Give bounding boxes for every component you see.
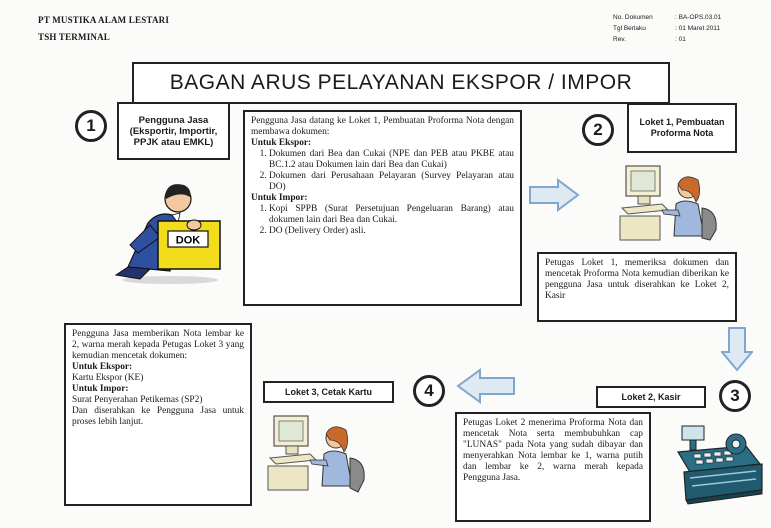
step-2-number: 2 (582, 114, 614, 146)
export-documents-list: Dokumen dari Bea dan Cukai (NPE dan PEB … (251, 149, 514, 193)
clerk-at-computer-illustration (618, 160, 728, 246)
step-2-description: Petugas Loket 1, memeriksa dokumen dan m… (537, 252, 737, 322)
export-document: Kartu Ekspor (KE) (72, 373, 144, 383)
company-name: PT MUSTIKA ALAM LESTARI (38, 15, 170, 25)
user-with-document-illustration: DOK (110, 175, 230, 285)
step-1-number: 1 (75, 110, 107, 142)
import-documents-list: Kopi SPPB (Surat Persetujuan Pengeluaran… (251, 204, 514, 237)
step-2-label: Loket 1, Pembuatan Proforma Nota (627, 103, 737, 153)
list-item: DO (Delivery Order) asli. (269, 226, 514, 237)
step-4-number: 4 (413, 375, 445, 407)
step-4-description: Pengguna Jasa memberikan Nota lembar ke … (64, 323, 252, 506)
arrow-down-icon (721, 326, 753, 372)
meta-row: Tgl Berlaku: 01 Maret 2011 (613, 25, 721, 32)
list-item: Kopi SPPB (Surat Persetujuan Pengeluaran… (269, 204, 514, 226)
company-header: PT MUSTIKA ALAM LESTARI TSH TERMINAL (38, 12, 169, 46)
export-heading: Untuk Ekspor: (72, 362, 133, 372)
terminal-name: TSH TERMINAL (38, 32, 111, 42)
import-heading: Untuk Impor: (72, 384, 129, 394)
cash-register-illustration (670, 420, 766, 510)
step-1-description: Pengguna Jasa datang ke Loket 1, Pembuat… (243, 110, 522, 306)
step-3-label: Loket 2, Kasir (596, 386, 706, 408)
step-4-label: Loket 3, Cetak Kartu (263, 381, 394, 403)
clerk-at-computer-illustration (262, 408, 382, 500)
arrow-left-icon (456, 368, 516, 404)
meta-row: No. Dokumen: BA-OPS.03.01 (613, 14, 722, 21)
import-document: Surat Penyerahan Petikemas (SP2) (72, 395, 203, 405)
step-4-intro: Pengguna Jasa memberikan Nota lembar ke … (72, 329, 244, 361)
step-1-intro: Pengguna Jasa datang ke Loket 1, Pembuat… (251, 116, 514, 137)
step-1-label: Pengguna Jasa (Eksportir, Importir, PPJK… (117, 102, 230, 160)
export-heading: Untuk Ekspor: (251, 138, 312, 148)
list-item: Dokumen dari Bea dan Cukai (NPE dan PEB … (269, 149, 514, 171)
import-heading: Untuk Impor: (251, 193, 308, 203)
dok-badge: DOK (176, 235, 201, 247)
meta-row: Rev.: 01 (613, 36, 686, 43)
step-4-outro: Dan diserahkan ke Pengguna Jasa untuk pr… (72, 406, 244, 427)
page-title: BAGAN ARUS PELAYANAN EKSPOR / IMPOR (132, 62, 670, 104)
document-meta: No. Dokumen: BA-OPS.03.01 Tgl Berlaku: 0… (613, 12, 721, 45)
arrow-right-icon (528, 178, 580, 212)
step-3-description: Petugas Loket 2 menerima Proforma Nota d… (455, 412, 651, 522)
list-item: Dokumen dari Perusahaan Pelayaran (Surve… (269, 171, 514, 193)
step-3-number: 3 (719, 380, 751, 412)
